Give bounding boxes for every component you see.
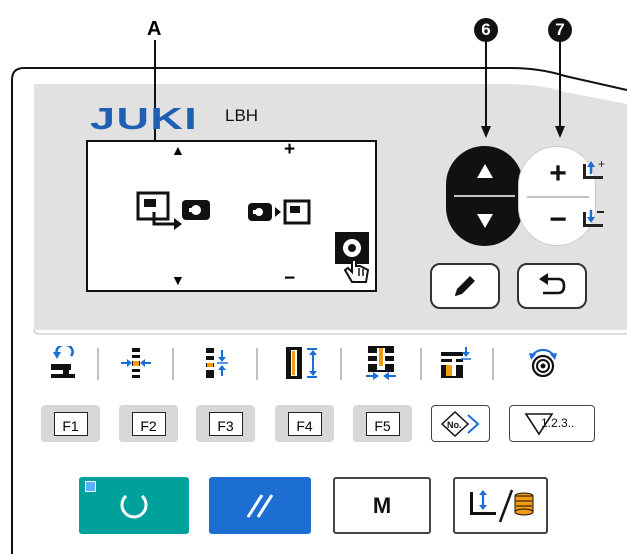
touch-confirm-icon[interactable] (334, 230, 378, 290)
counter-icon: 1.2.3.. (524, 412, 574, 435)
lcd-up-arrow: ▲ (171, 142, 185, 158)
buttonhole-length-icon[interactable] (283, 346, 317, 380)
pattern-number-icon: No. (440, 410, 479, 437)
presser-up-icon: + (583, 158, 605, 179)
plus-minus-rocker: + − (518, 146, 596, 246)
pattern-number-key[interactable]: No. (431, 405, 490, 442)
lcd-screen: ▲ + ▼ − (86, 139, 378, 292)
save-to-usb-icon[interactable] (136, 190, 212, 230)
lcd-plus: + (284, 139, 296, 160)
presser-winder-icon (469, 489, 533, 522)
f3-label: F3 (208, 411, 243, 436)
mode-button[interactable]: M (333, 477, 431, 534)
stitch-width-icon[interactable] (119, 346, 153, 380)
f2-key[interactable]: F2 (119, 405, 178, 442)
ready-button[interactable] (79, 477, 189, 534)
callout-6: 6 (474, 18, 498, 42)
callout-7: 7 (548, 18, 572, 42)
f5-label: F5 (365, 411, 400, 436)
minus-button[interactable]: − (549, 203, 567, 236)
counter-key[interactable]: 1.2.3.. (509, 405, 595, 442)
up-button[interactable] (446, 146, 523, 196)
model-label: LBH (225, 106, 259, 125)
down-button[interactable] (446, 196, 523, 246)
ready-led-icon (85, 481, 96, 492)
brand-logo: JUKI (90, 101, 199, 136)
tension-dial-icon[interactable] (526, 346, 560, 380)
lcd-down-arrow: ▼ (171, 272, 185, 288)
bartack-length-icon[interactable] (438, 346, 472, 380)
thread-tension-reset-icon[interactable] (47, 346, 81, 380)
f4-key[interactable]: F4 (275, 405, 334, 442)
knife-groove-width-icon[interactable] (364, 346, 398, 380)
ready-cycle-icon (120, 494, 148, 518)
up-down-rocker (446, 146, 523, 246)
pencil-icon (455, 276, 475, 296)
load-from-usb-icon[interactable] (246, 199, 322, 229)
triangle-down-icon (476, 214, 493, 228)
reset-slash-icon (246, 493, 274, 518)
f3-key[interactable]: F3 (196, 405, 255, 442)
f1-label: F1 (53, 411, 88, 436)
svg-text:1.2.3..: 1.2.3.. (541, 416, 574, 430)
triangle-up-icon (476, 164, 493, 178)
reset-button[interactable] (209, 477, 311, 534)
f1-key[interactable]: F1 (41, 405, 100, 442)
presser-winder-button[interactable] (453, 477, 548, 534)
f5-key[interactable]: F5 (353, 405, 412, 442)
stitch-pitch-icon[interactable] (200, 346, 234, 380)
return-button[interactable] (517, 263, 587, 309)
presser-down-icon (583, 210, 604, 227)
return-arrow-icon (539, 273, 566, 295)
callout-a: A (147, 18, 162, 40)
lcd-minus: − (284, 268, 296, 289)
edit-button[interactable] (430, 263, 500, 309)
f4-label: F4 (287, 411, 322, 436)
plus-button[interactable]: + (549, 157, 567, 190)
f2-label: F2 (131, 411, 166, 436)
svg-text:+: + (598, 158, 605, 171)
svg-text:No.: No. (447, 420, 462, 430)
